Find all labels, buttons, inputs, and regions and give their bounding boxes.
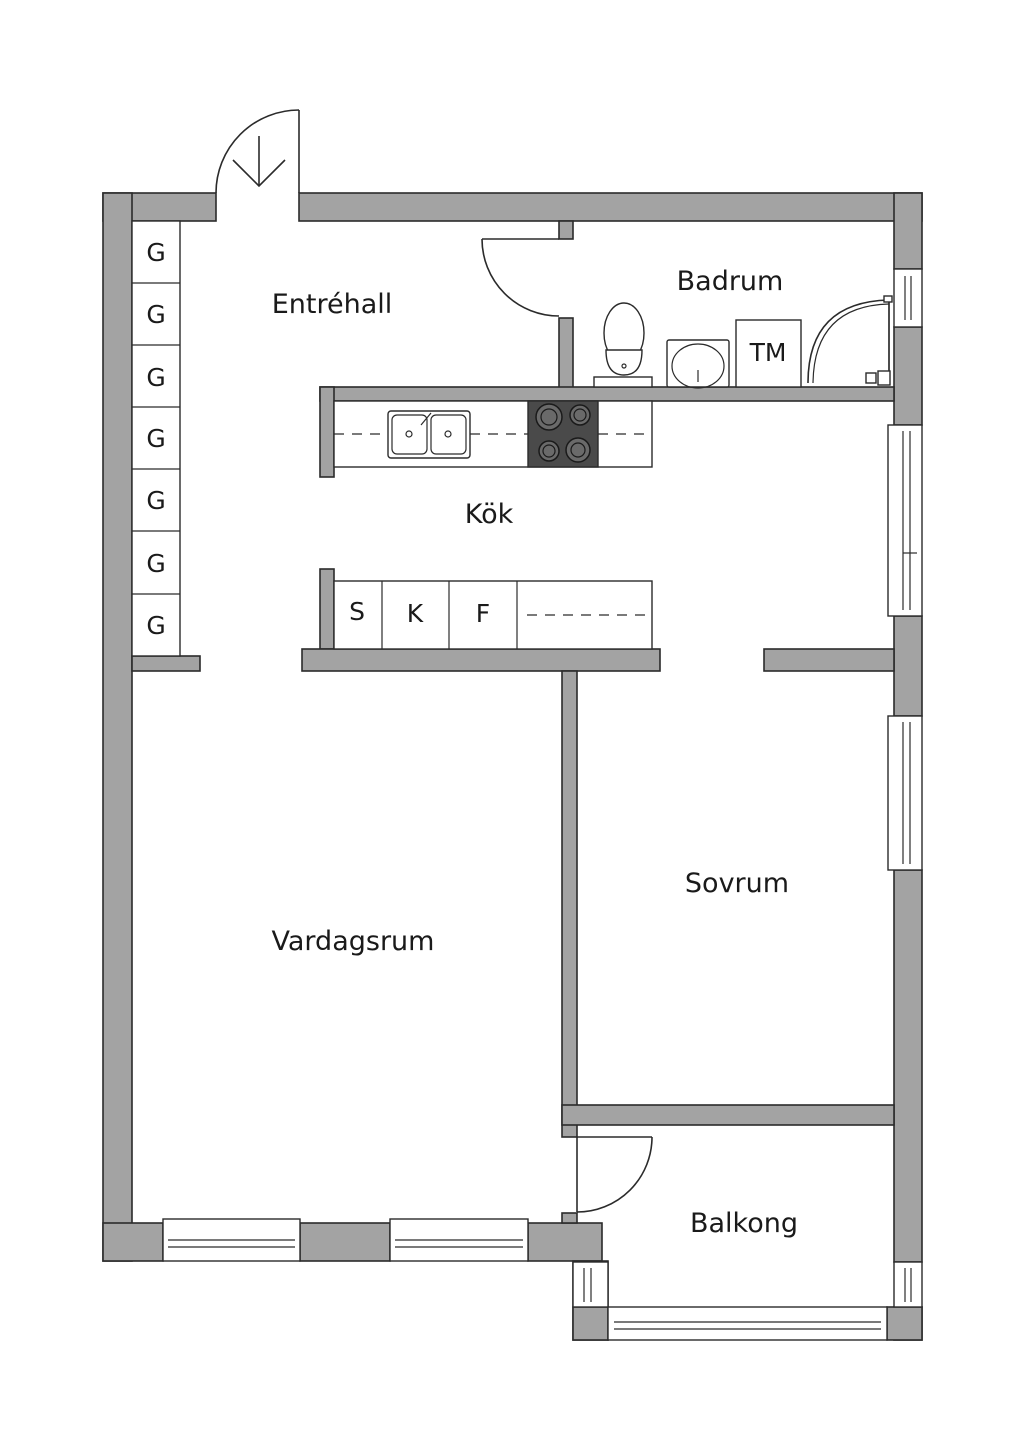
wall-right-3 (893, 615, 923, 717)
appliance-fridge-label: K (407, 599, 424, 628)
wardrobe-column (131, 220, 181, 657)
wall-bottom-3 (527, 1222, 603, 1262)
kitchen-upper-counter (333, 400, 653, 468)
stove-icon (527, 400, 599, 468)
shower-icon (807, 295, 893, 386)
wall-right-1 (893, 192, 923, 270)
room-label-balkong: Balkong (690, 1208, 798, 1239)
walls (102, 192, 923, 1341)
room-label-vardagsrum: Vardagsrum (272, 926, 435, 957)
wardrobes: G G G G G G G (131, 220, 181, 657)
doors (215, 109, 653, 1213)
room-label-sovrum: Sovrum (685, 868, 789, 899)
window-living-1 (162, 1218, 301, 1262)
wall-kitchen-lower-side (319, 568, 335, 650)
window-balcony-left (572, 1261, 609, 1308)
wall-bottom-2 (299, 1222, 391, 1262)
window-kitchen (887, 424, 923, 617)
wall-balcony-door-stub (561, 1212, 578, 1224)
appliance-freezer-label: F (476, 599, 490, 628)
wardrobe-label: G (146, 611, 165, 640)
wardrobe-label: G (146, 424, 165, 453)
appliance-stove-label: S (349, 597, 365, 626)
wall-mid-2 (763, 648, 895, 672)
wall-left (102, 192, 133, 1262)
sink-icon (387, 410, 471, 459)
washing-machine-label: TM (749, 338, 787, 367)
wardrobe-label: G (146, 238, 165, 267)
window-balcony-right (893, 1261, 923, 1308)
wall-bath-left (558, 317, 574, 390)
window-bathroom (893, 268, 923, 328)
kitchen-lower-counter: S K F (333, 580, 653, 650)
wall-bath-stub (558, 220, 574, 240)
wall-balcony-corner-right (886, 1306, 923, 1341)
balcony-door (576, 1136, 653, 1213)
washbasin-icon (666, 339, 730, 389)
entry-door (215, 109, 300, 194)
wall-wardrobe-stub (131, 655, 201, 672)
wall-right-2 (893, 326, 923, 426)
wall-balcony-corner-left (572, 1306, 609, 1341)
wall-mid-1 (301, 648, 661, 672)
wardrobe-label: G (146, 363, 165, 392)
wall-living-bed (561, 670, 578, 1138)
bathroom-fixtures: TM (593, 295, 893, 389)
wardrobe-label: G (146, 549, 165, 578)
room-label-entrehall: Entréhall (272, 289, 393, 320)
windows (162, 268, 923, 1341)
washing-machine: TM (735, 319, 802, 388)
toilet-icon (593, 302, 653, 388)
bathroom-door (481, 238, 560, 317)
wall-bottom-1 (102, 1222, 164, 1262)
wardrobe-label: G (146, 300, 165, 329)
window-balcony-bottom (607, 1306, 888, 1341)
wall-right-4 (893, 869, 923, 1263)
wall-bed-balcony (561, 1104, 895, 1126)
wardrobe-label: G (146, 486, 165, 515)
window-bedroom (887, 715, 923, 871)
window-living-2 (389, 1218, 529, 1262)
wall-kitchen-upper-side (319, 386, 335, 478)
room-labels: Entréhall Badrum Kök Sovrum Vardagsrum B… (272, 266, 798, 1239)
room-label-badrum: Badrum (677, 266, 784, 297)
room-label-kok: Kök (465, 499, 514, 530)
wall-bath-bottom (319, 386, 895, 402)
wall-top-right (298, 192, 923, 222)
